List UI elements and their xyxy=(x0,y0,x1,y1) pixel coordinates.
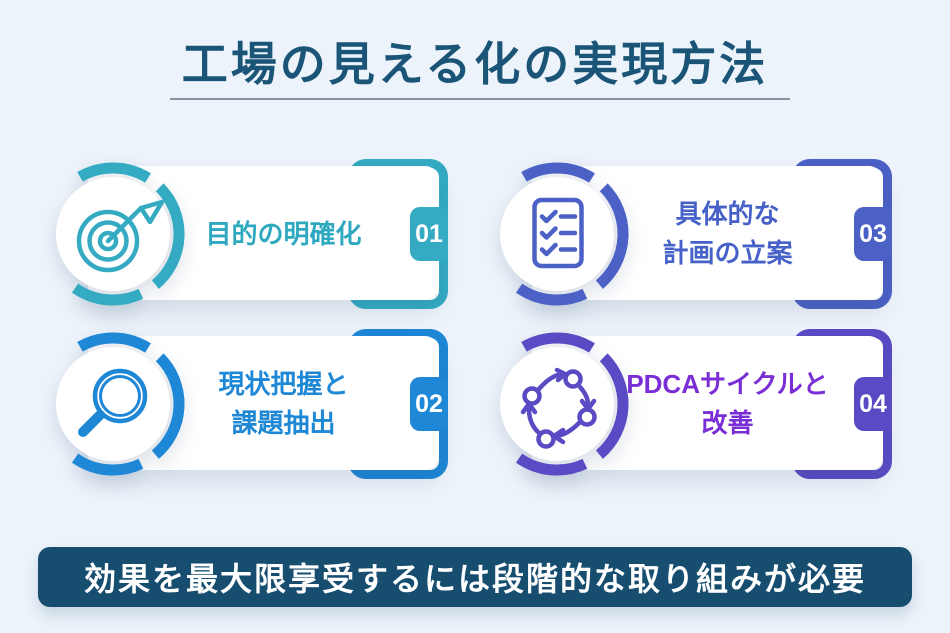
step-card-02: 現状把握と 課題抽出 02 xyxy=(54,329,448,479)
title-underline xyxy=(170,98,790,100)
step-icon-badge xyxy=(500,332,629,476)
step-card-03: 具体的な 計画の立案 03 xyxy=(498,159,892,309)
step-icon-badge xyxy=(56,162,185,306)
pdca-cycle-icon xyxy=(520,367,597,449)
step-number: 03 xyxy=(859,219,887,248)
step-number: 01 xyxy=(415,219,443,248)
step-number: 02 xyxy=(415,389,443,418)
magnifier-icon xyxy=(78,368,148,437)
step-icon-badge xyxy=(56,332,185,476)
step-icon-badge xyxy=(500,162,629,306)
step-number-tab: 03 xyxy=(854,207,892,261)
step-number-tab: 01 xyxy=(410,207,448,261)
step-label: 現状把握と 課題抽出 xyxy=(218,369,349,438)
step-number-tab: 04 xyxy=(854,377,892,431)
step-label: 具体的な 計画の立案 xyxy=(662,199,793,268)
step-label: 目的の明確化 xyxy=(205,218,362,249)
footer-text: 効果を最大限享受するには段階的な取り組みが必要 xyxy=(83,561,866,597)
step-number: 04 xyxy=(859,389,887,418)
step-card-04: PDCAサイクルと 改善 04 xyxy=(498,329,892,479)
footer-banner: 効果を最大限享受するには段階的な取り組みが必要 xyxy=(38,547,912,607)
step-label: PDCAサイクルと 改善 xyxy=(626,369,829,438)
page-title: 工場の見える化の実現方法 xyxy=(181,38,769,90)
step-number-tab: 02 xyxy=(410,377,448,431)
target-icon xyxy=(76,199,165,273)
checklist-icon xyxy=(532,197,584,269)
step-card-01: 目的の明確化 01 xyxy=(54,159,448,309)
